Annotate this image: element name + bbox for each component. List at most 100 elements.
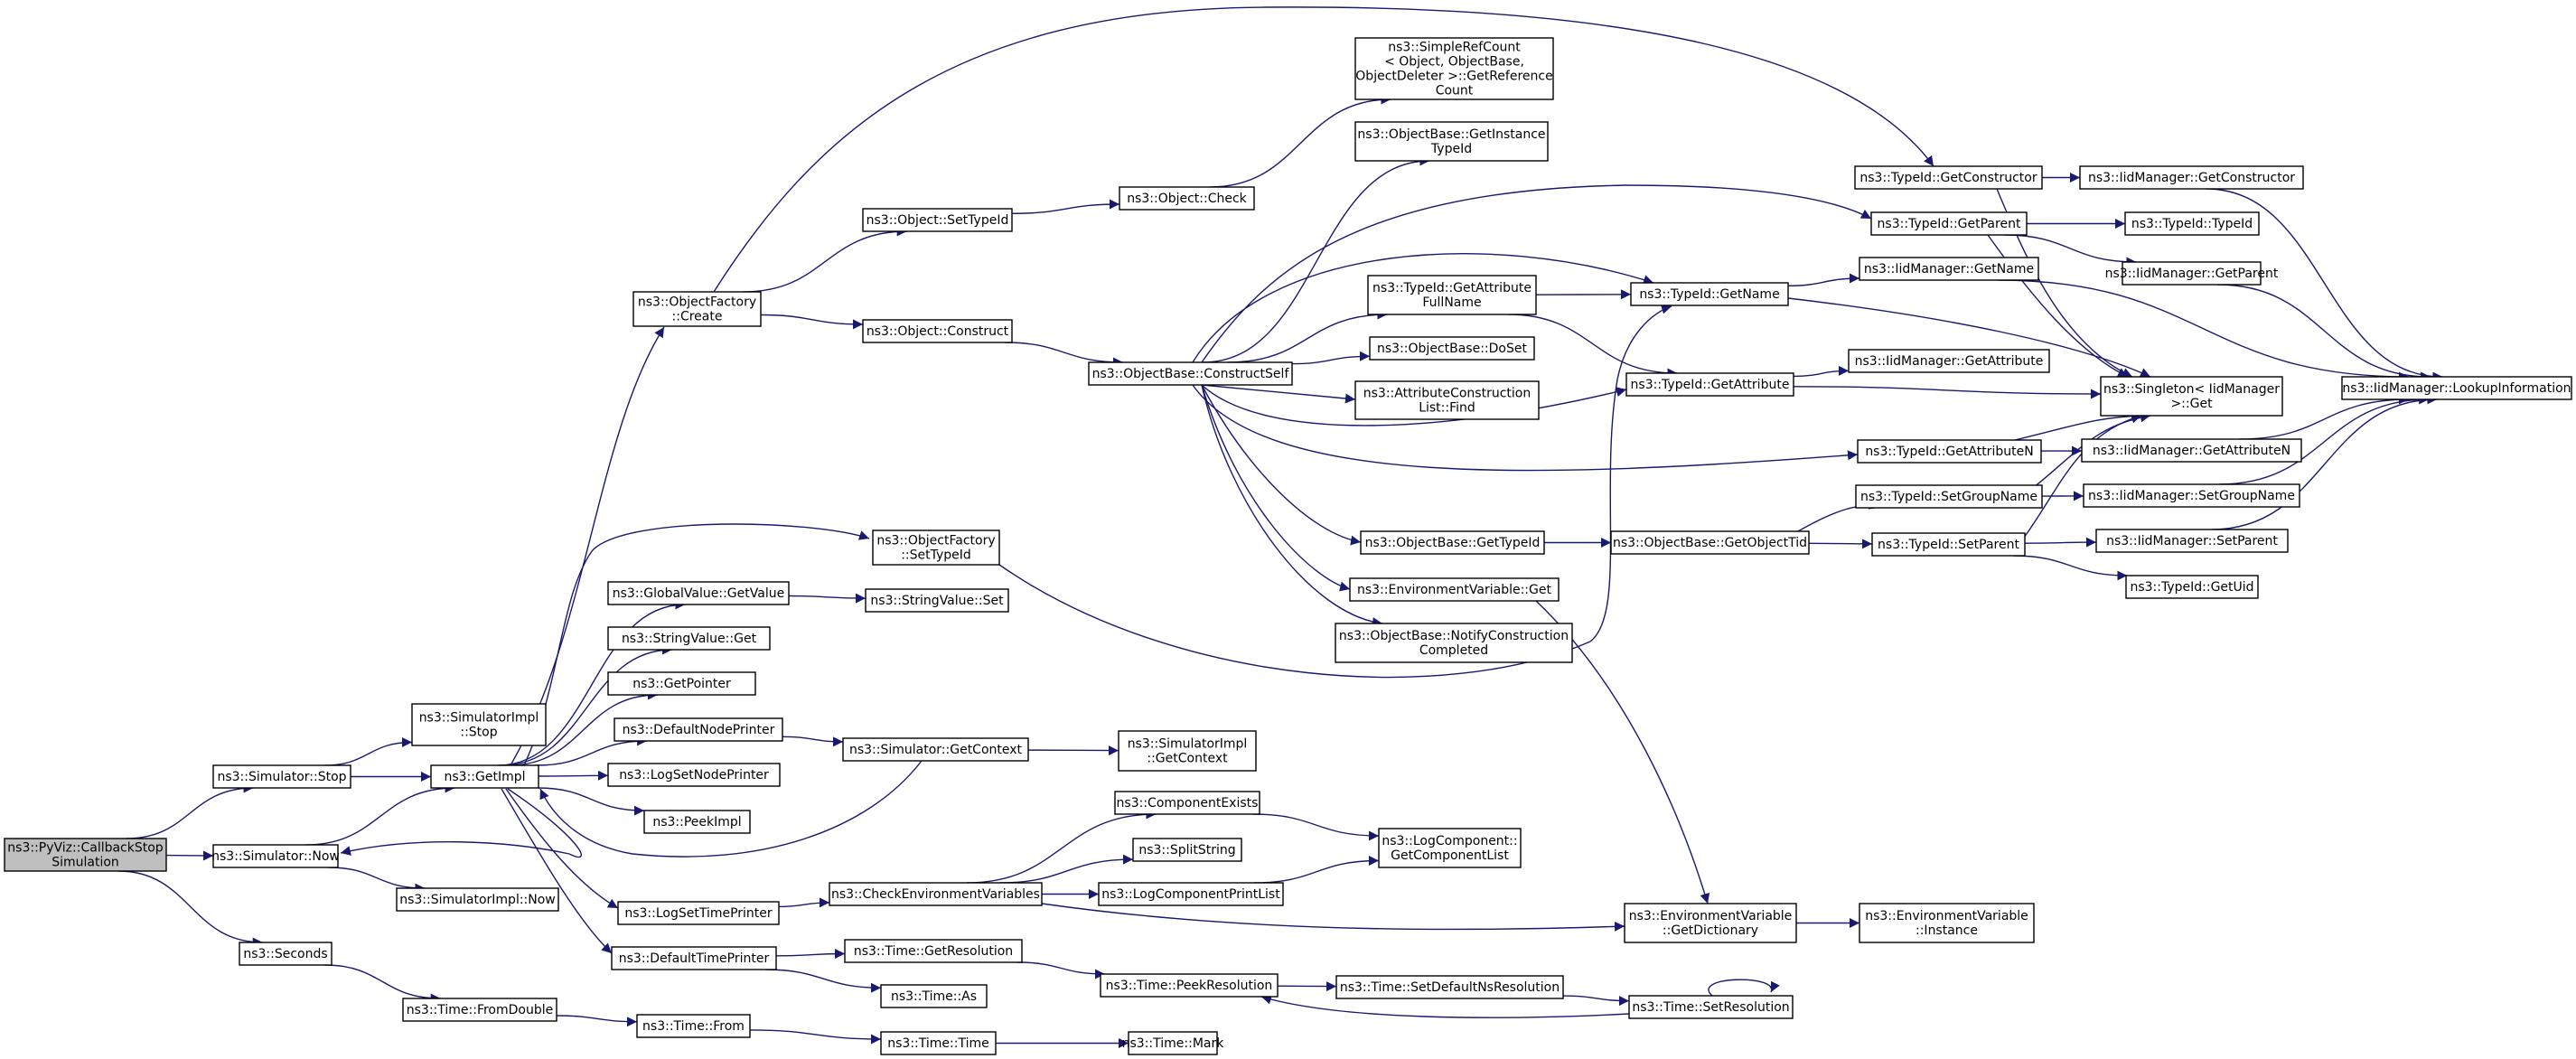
function-node-iidGetAttribute[interactable]: ns3::IidManager::GetAttribute <box>1848 349 2050 373</box>
node-box[interactable] <box>1625 372 1794 397</box>
function-node-simGetContext[interactable]: ns3::Simulator::GetContext <box>842 737 1029 762</box>
node-box[interactable] <box>1624 903 1797 943</box>
function-node-obNotify[interactable]: ns3::ObjectBase::NotifyConstructionCompl… <box>1335 623 1573 663</box>
function-node-simNow[interactable]: ns3::Simulator::Now <box>211 844 340 868</box>
node-box[interactable] <box>611 946 777 970</box>
function-node-tidSetParent[interactable]: ns3::TypeId::SetParent <box>1871 532 2026 557</box>
function-node-implStop[interactable]: ns3::SimulatorImpl::Stop <box>411 703 547 746</box>
function-node-getPointer[interactable]: ns3::GetPointer <box>607 671 756 696</box>
function-node-tidGetName[interactable]: ns3::TypeId::GetName <box>1630 282 1789 306</box>
function-node-iidSetParent[interactable]: ns3::IidManager::SetParent <box>2095 529 2289 553</box>
function-node-ofSetTypeId[interactable]: ns3::ObjectFactory::SetTypeId <box>872 530 1000 566</box>
node-box[interactable] <box>1630 282 1789 306</box>
function-node-svGet[interactable]: ns3::StringValue::Get <box>607 626 771 651</box>
node-box[interactable] <box>632 291 762 327</box>
node-box[interactable] <box>2083 483 2300 508</box>
node-box[interactable] <box>411 703 547 746</box>
function-node-iidGetConstructor[interactable]: ns3::IidManager::GetConstructor <box>2079 165 2304 190</box>
function-node-ofCreate[interactable]: ns3::ObjectFactory::Create <box>632 291 762 327</box>
function-node-obGetObjectTid[interactable]: ns3::ObjectBase::GetObjectTid <box>1610 530 1810 555</box>
function-node-peekImpl[interactable]: ns3::PeekImpl <box>643 810 751 834</box>
node-box[interactable] <box>1354 380 1540 420</box>
function-node-obDoSet[interactable]: ns3::ObjectBase::DoSet <box>1369 336 1535 361</box>
node-box[interactable] <box>2125 575 2259 599</box>
function-node-timeGetRes[interactable]: ns3::Time::GetResolution <box>844 939 1023 963</box>
node-box[interactable] <box>607 671 756 696</box>
node-box[interactable] <box>4 838 167 872</box>
node-box[interactable] <box>1118 730 1257 772</box>
node-box[interactable] <box>2122 261 2262 286</box>
function-node-objConstruct[interactable]: ns3::Object::Construct <box>862 319 1013 343</box>
node-box[interactable] <box>1848 349 2050 373</box>
node-box[interactable] <box>607 763 781 787</box>
function-node-timeSetDefNs[interactable]: ns3::Time::SetDefaultNsResolution <box>1335 975 1564 999</box>
function-node-logCompGetList[interactable]: ns3::LogComponent::GetComponentList <box>1378 828 1522 868</box>
node-box[interactable] <box>396 887 559 912</box>
node-box[interactable] <box>862 319 1013 343</box>
function-node-objSetTypeId[interactable]: ns3::Object::SetTypeId <box>862 208 1013 232</box>
node-box[interactable] <box>1610 530 1810 555</box>
function-node-tidGetAttribute[interactable]: ns3::TypeId::GetAttribute <box>1625 372 1794 397</box>
node-box[interactable] <box>617 901 780 925</box>
function-node-defTimePrinter[interactable]: ns3::DefaultTimePrinter <box>611 946 777 970</box>
node-box[interactable] <box>1335 623 1573 663</box>
function-node-logSetTimePrinter[interactable]: ns3::LogSetTimePrinter <box>617 901 780 925</box>
node-box[interactable] <box>1854 165 2043 190</box>
node-box[interactable] <box>829 882 1043 906</box>
node-box[interactable] <box>2124 211 2260 236</box>
node-box[interactable] <box>1870 211 2028 236</box>
node-box[interactable] <box>636 1014 751 1038</box>
function-node-implGetContext[interactable]: ns3::SimulatorImpl::GetContext <box>1118 730 1257 772</box>
function-node-timeMark[interactable]: ns3::Time::Mark <box>1122 1031 1225 1055</box>
function-node-singletonGet[interactable]: ns3::Singleton< IidManager >::Get <box>2100 376 2283 417</box>
function-node-tidGetConstructor[interactable]: ns3::TypeId::GetConstructor <box>1854 165 2043 190</box>
node-box[interactable] <box>1335 975 1564 999</box>
function-node-logSetNodePrinter[interactable]: ns3::LogSetNodePrinter <box>607 763 781 787</box>
node-box[interactable] <box>1132 838 1242 862</box>
node-box[interactable] <box>880 984 988 1008</box>
node-box[interactable] <box>1119 186 1255 211</box>
function-node-svSet[interactable]: ns3::StringValue::Set <box>865 588 1009 613</box>
node-box[interactable] <box>1354 121 1549 162</box>
node-box[interactable] <box>1114 791 1260 815</box>
node-box[interactable] <box>1100 973 1279 998</box>
node-box[interactable] <box>862 208 1013 232</box>
function-node-envInstance[interactable]: ns3::EnvironmentVariable::Instance <box>1859 903 2035 943</box>
function-node-iidLookup[interactable]: ns3::IidManager::LookupInformation <box>2341 376 2572 400</box>
node-box[interactable] <box>614 717 783 742</box>
function-node-timeSetRes[interactable]: ns3::Time::SetResolution <box>1628 995 1794 1019</box>
node-box[interactable] <box>1349 577 1560 602</box>
function-node-fromDouble[interactable]: ns3::Time::FromDouble <box>402 998 557 1022</box>
node-box[interactable] <box>1367 275 1537 315</box>
node-box[interactable] <box>1360 530 1545 555</box>
node-box[interactable] <box>842 737 1029 762</box>
function-node-seconds[interactable]: ns3::Seconds <box>239 942 333 966</box>
node-box[interactable] <box>1855 484 2043 509</box>
node-box[interactable] <box>1871 532 2026 557</box>
function-node-getImpl[interactable]: ns3::GetImpl <box>430 764 539 789</box>
function-node-simStop[interactable]: ns3::Simulator::Stop <box>212 764 351 789</box>
node-box[interactable] <box>239 942 333 966</box>
function-node-splitString[interactable]: ns3::SplitString <box>1132 838 1242 862</box>
node-box[interactable] <box>1098 882 1284 906</box>
node-box[interactable] <box>212 844 339 868</box>
node-box[interactable] <box>872 530 1000 566</box>
function-node-obConstructSelf[interactable]: ns3::ObjectBase::ConstructSelf <box>1088 361 1293 386</box>
node-box[interactable] <box>1128 1031 1218 1055</box>
node-box[interactable] <box>2081 438 2302 463</box>
function-node-gvGetValue[interactable]: ns3::GlobalValue::GetValue <box>607 581 790 605</box>
function-node-compExists[interactable]: ns3::ComponentExists <box>1114 791 1260 815</box>
node-box[interactable] <box>1628 995 1794 1019</box>
function-node-envGetDict[interactable]: ns3::EnvironmentVariable::GetDictionary <box>1624 903 1797 943</box>
node-box[interactable] <box>2100 376 2283 417</box>
function-node-objCheck[interactable]: ns3::Object::Check <box>1119 186 1255 211</box>
function-node-checkEnv[interactable]: ns3::CheckEnvironmentVariables <box>829 882 1043 906</box>
node-box[interactable] <box>1354 37 1554 100</box>
function-node-timeFrom[interactable]: ns3::Time::From <box>636 1014 751 1038</box>
function-node-envGet[interactable]: ns3::EnvironmentVariable::Get <box>1349 577 1560 602</box>
node-box[interactable] <box>865 588 1009 613</box>
